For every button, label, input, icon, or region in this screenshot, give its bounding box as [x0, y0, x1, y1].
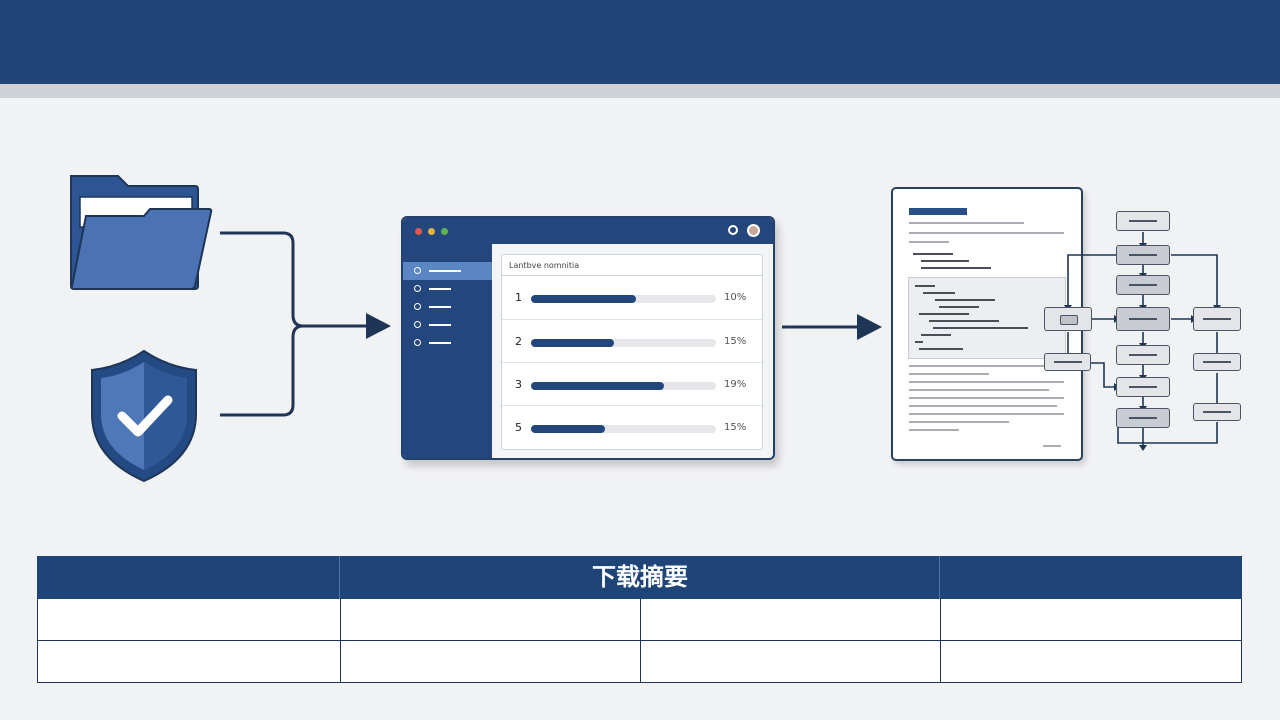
- row-index: 1: [515, 291, 522, 304]
- progress-bar: [531, 339, 716, 347]
- shield-check-icon: [88, 348, 200, 484]
- flow-node: [1116, 345, 1170, 365]
- row-percent: 10%: [724, 292, 747, 303]
- flow-node-start: [1044, 307, 1092, 331]
- merge-connector: [215, 225, 395, 425]
- panel-title: Lantbve nomnitia: [502, 255, 762, 276]
- progress-fill: [531, 382, 665, 390]
- row-percent: 15%: [724, 336, 747, 347]
- sidebar-item[interactable]: [403, 280, 492, 298]
- main-content: Lantbve nomnitia 1 10% 2 15% 3 19% 5 15%: [492, 244, 773, 458]
- table-cell: [340, 641, 640, 683]
- sidebar-item[interactable]: [403, 298, 492, 316]
- progress-row: 3 19%: [502, 362, 762, 406]
- progress-row: 1 10%: [502, 276, 762, 319]
- flow-node: [1116, 275, 1170, 295]
- flow-node: [1116, 408, 1170, 428]
- sidebar: [403, 244, 492, 458]
- row-percent: 15%: [724, 422, 747, 433]
- row-percent: 19%: [724, 379, 747, 390]
- table-cell: [640, 641, 940, 683]
- flow-node: [1193, 403, 1241, 421]
- nav-item-icon: [414, 267, 421, 274]
- progress-panel: Lantbve nomnitia 1 10% 2 15% 3 19% 5 15%: [501, 254, 763, 450]
- header-shadow: [0, 84, 1280, 98]
- code-block: [908, 277, 1066, 359]
- flow-node: [1044, 353, 1091, 371]
- progress-fill: [531, 295, 637, 303]
- row-index: 5: [515, 421, 522, 434]
- document-icon: [891, 187, 1083, 461]
- progress-bar: [531, 425, 716, 433]
- progress-bar: [531, 295, 716, 303]
- nav-item-icon: [414, 321, 421, 328]
- progress-row: 2 15%: [502, 319, 762, 363]
- folder-icon: [68, 172, 214, 292]
- nav-item-icon: [414, 303, 421, 310]
- flowchart-icon: [1040, 205, 1245, 455]
- flow-node: [1116, 211, 1170, 231]
- flow-node: [1193, 307, 1241, 331]
- arrow-right-icon: [366, 313, 391, 339]
- table-cell: [37, 641, 340, 683]
- maximize-dot[interactable]: [441, 228, 448, 235]
- progress-row: 5 15%: [502, 405, 762, 449]
- settings-icon[interactable]: [728, 225, 738, 235]
- flow-node: [1193, 353, 1241, 371]
- progress-fill: [531, 425, 605, 433]
- header-bar: [0, 0, 1280, 84]
- close-dot[interactable]: [415, 228, 422, 235]
- table-cell: [37, 599, 340, 641]
- nav-item-icon: [414, 339, 421, 346]
- sidebar-item[interactable]: [403, 316, 492, 334]
- flow-node: [1116, 377, 1170, 397]
- summary-table: 下载摘要: [37, 556, 1242, 683]
- table-header: 下载摘要: [37, 556, 1242, 599]
- table-cell: [940, 641, 1242, 683]
- arrow-right-icon: [780, 310, 884, 344]
- progress-fill: [531, 339, 615, 347]
- nav-item-icon: [414, 285, 421, 292]
- minimize-dot[interactable]: [428, 228, 435, 235]
- table-title: 下载摘要: [592, 563, 688, 591]
- progress-bar: [531, 382, 716, 390]
- doc-heading: [909, 208, 967, 215]
- table-cell: [340, 599, 640, 641]
- table-cell: [640, 599, 940, 641]
- avatar[interactable]: [747, 224, 760, 237]
- flow-node: [1116, 307, 1170, 331]
- row-index: 2: [515, 335, 522, 348]
- flow-node: [1116, 245, 1170, 265]
- table-cell: [940, 599, 1242, 641]
- sidebar-item-active[interactable]: [403, 262, 492, 280]
- window-title-bar: [403, 218, 773, 244]
- sidebar-item[interactable]: [403, 334, 492, 352]
- app-window: Lantbve nomnitia 1 10% 2 15% 3 19% 5 15%: [401, 216, 775, 460]
- row-index: 3: [515, 378, 522, 391]
